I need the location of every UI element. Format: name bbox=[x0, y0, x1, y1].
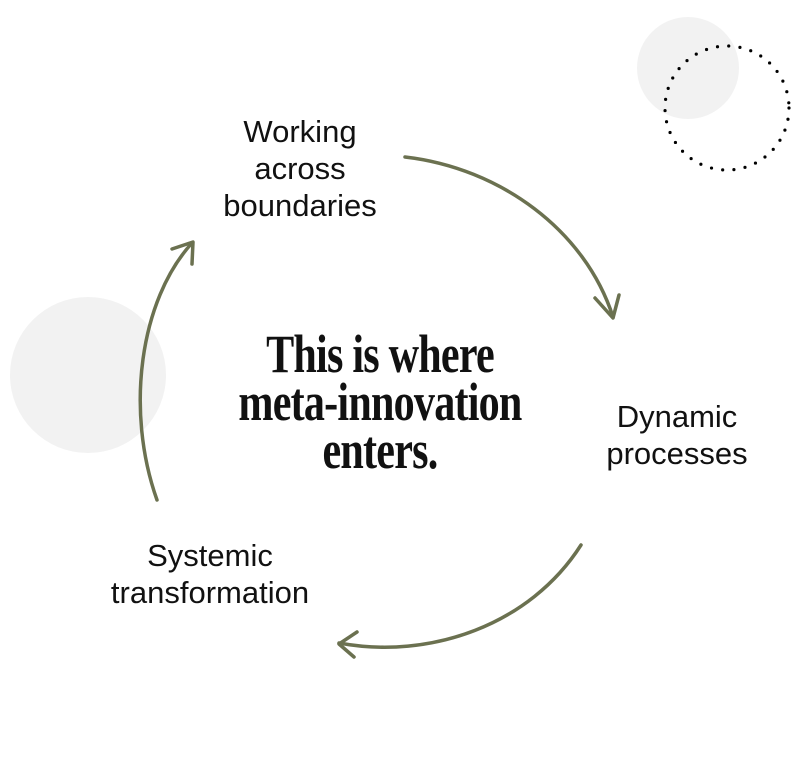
node-systemic-transformation: Systemic transformation bbox=[110, 538, 310, 610]
headline-line-1: This is where bbox=[266, 324, 495, 384]
arrow-processes-to-transformation bbox=[337, 543, 583, 659]
decorative-gray-circle-left bbox=[10, 297, 166, 453]
decorative-gray-circle-top bbox=[637, 17, 739, 119]
node-dynamic-processes: Dynamic processes bbox=[606, 399, 748, 471]
headline-line-2: meta-innovation bbox=[238, 372, 522, 432]
headline-line-3: enters. bbox=[322, 420, 438, 480]
decorative-dotted-circle bbox=[663, 44, 791, 172]
arrow-boundaries-to-processes bbox=[403, 155, 621, 320]
arrow-transformation-to-boundaries bbox=[138, 240, 195, 502]
node-working-across-boundaries: Working across boundaries bbox=[223, 114, 377, 223]
headline: This is where meta-innovation enters. bbox=[160, 324, 600, 480]
